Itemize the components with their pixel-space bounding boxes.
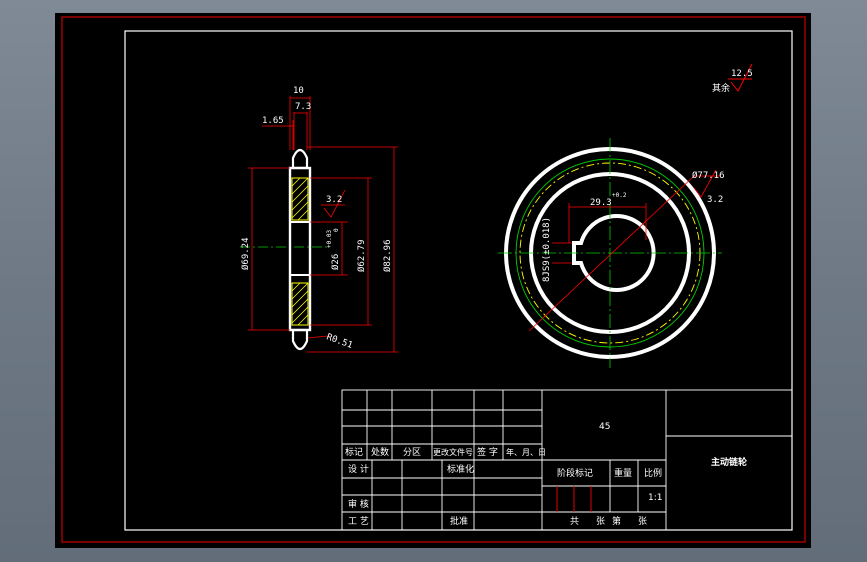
dim-chamfer: 1.65: [262, 116, 284, 126]
sheet-unit-label: 张: [638, 516, 647, 527]
dim-hub-dia: Ø62.79: [356, 239, 367, 272]
hatch-upper-lines: [291, 177, 309, 221]
dim-keyway-width: 8JS9(±0.018): [542, 217, 552, 282]
title-material: 45: [599, 422, 610, 432]
scale-value: 1:1: [648, 493, 662, 503]
dim-side-roughness: 3.2: [326, 195, 342, 205]
bore-with-keyway: [572, 214, 656, 292]
header-label-4: 签 字: [477, 446, 498, 458]
dim-bore-tol-lower: 0: [333, 228, 340, 232]
dim-keyway-depth: 29.3: [590, 198, 612, 208]
dim-front-outer-dia: Ø77.16: [692, 170, 725, 181]
dim-front-roughness: 3.2: [707, 195, 723, 205]
side-dimension-lines: [248, 96, 398, 353]
roughness-symbol: [730, 63, 753, 92]
body-outline: [288, 166, 312, 332]
header-label-3: 更改文件号: [433, 447, 473, 457]
header-label-5: 年、月、日: [506, 447, 546, 457]
roughness-note-label: 其余: [712, 82, 730, 94]
dim-tip-dia: Ø69.24: [240, 237, 251, 270]
review-label: 审 核: [348, 498, 369, 510]
header-label-2: 分区: [403, 447, 421, 458]
dim-root-dia: Ø82.96: [382, 239, 393, 272]
dim-bore-tol-upper: +0.03: [326, 230, 333, 248]
tooth-top: [291, 148, 309, 170]
stage-marks: [556, 486, 592, 512]
weight-label: 重量: [614, 467, 632, 479]
design-label: 设 计: [348, 463, 369, 475]
scale-label: 比例: [644, 467, 662, 479]
dim-keyway-tol: +0.2: [612, 192, 627, 199]
roughness-note: 其余 12.5: [712, 63, 753, 94]
front-view: Ø77.16 3.2 29.3 +0.2 8JS9(±0.018): [498, 138, 725, 368]
header-label-0: 标记: [345, 446, 363, 458]
title-block: [341, 389, 793, 531]
stage-label: 阶段标记: [557, 467, 593, 479]
hatch-lower-lines: [291, 282, 309, 326]
sheets-total-label: 共: [570, 516, 579, 527]
title-part-name: 主动链轮: [711, 456, 747, 468]
side-view: 10 7.3 1.65 Ø69.24 Ø26 +0.03 0 Ø62.79 Ø8…: [240, 86, 398, 353]
front-dimension-lines: [528, 169, 720, 332]
outer-border: [61, 16, 806, 543]
process-label: 工 艺: [348, 516, 369, 527]
dim-overall-width: 10: [293, 86, 304, 96]
header-label-1: 处数: [371, 446, 389, 458]
dim-hub-width: 7.3: [295, 102, 311, 112]
sheet-background: [55, 13, 811, 548]
standardize-label: 标准化: [447, 463, 474, 475]
dim-bore-dia: Ø26: [330, 254, 341, 270]
sheet-num-label: 第: [612, 515, 621, 527]
sheets-unit-label: 张: [596, 516, 605, 527]
tooth-bottom: [291, 328, 309, 351]
roughness-note-value: 12.5: [731, 69, 753, 79]
approve-label: 批准: [450, 515, 468, 527]
